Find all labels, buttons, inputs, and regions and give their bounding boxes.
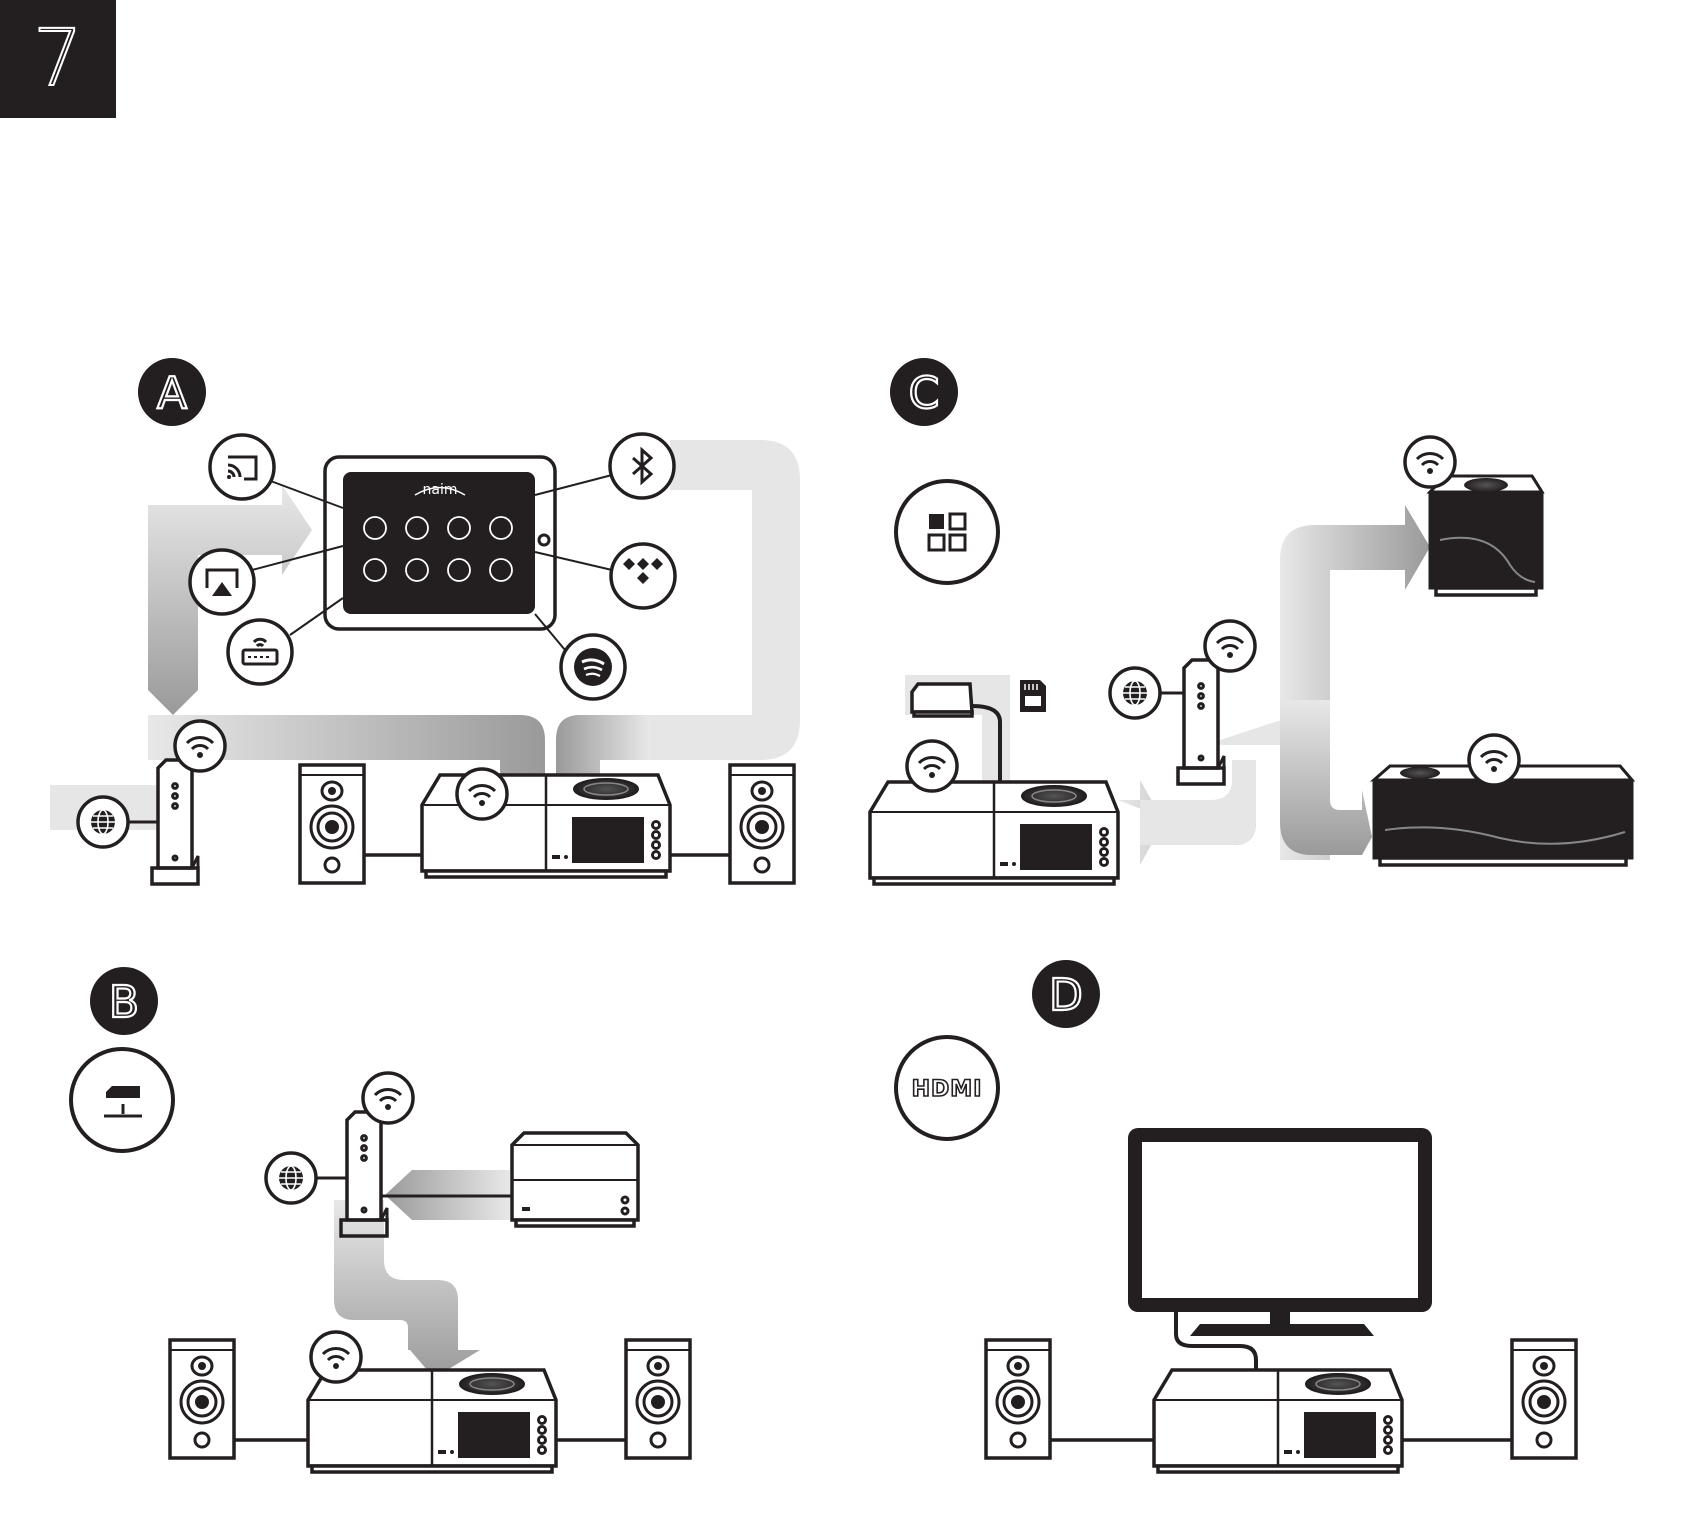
hdmi-icon: HDMI <box>894 1035 1000 1141</box>
uniti-c <box>868 780 1120 886</box>
flow-wifi-to-uniti <box>148 715 545 790</box>
router-icon <box>226 618 294 686</box>
badge-c: C <box>890 358 958 426</box>
hdmi-label: HDMI <box>912 1077 983 1102</box>
badge-b-label: B <box>109 977 139 1028</box>
badge-c-label: C <box>909 368 940 419</box>
airplay-icon <box>188 548 256 616</box>
router-a <box>150 758 200 886</box>
flow-to-mu-so <box>1280 700 1372 855</box>
mu-so <box>1370 764 1636 867</box>
flow-router-to-tablet <box>148 485 312 715</box>
tablet-brand: naim <box>423 482 458 498</box>
badge-a: A <box>138 358 206 426</box>
speaker-right-a <box>728 763 796 885</box>
wifi-icon <box>905 739 959 793</box>
flow-router-to-uniti-b <box>334 1200 480 1378</box>
uniti-b <box>306 1368 558 1474</box>
panel-c: C <box>868 358 1636 886</box>
badge-b: B <box>90 967 158 1035</box>
wifi-icon <box>1403 435 1457 489</box>
badge-d-label: D <box>1049 970 1083 1021</box>
bluetooth-icon <box>608 432 676 500</box>
router-b <box>339 1110 389 1238</box>
nas-device <box>510 1131 640 1228</box>
tidal-icon <box>609 542 677 610</box>
usb-drive <box>910 682 1002 790</box>
speaker-left-b <box>168 1338 236 1460</box>
sd-card-icon <box>1020 680 1046 712</box>
tablet: naim <box>323 455 557 631</box>
globe-icon <box>264 1151 318 1205</box>
globe-icon <box>1108 666 1162 720</box>
page-number: 7 <box>32 13 84 105</box>
television <box>1128 1128 1432 1372</box>
badge-d: D <box>1032 960 1100 1028</box>
wifi-icon <box>309 1330 363 1384</box>
mu-so-qb <box>1426 474 1545 597</box>
panel-a: A naim <box>50 358 800 886</box>
page-number-tab: 7 <box>0 0 116 118</box>
badge-a-label: A <box>157 368 187 419</box>
speaker-left-d <box>984 1338 1052 1460</box>
speaker-right-b <box>624 1338 692 1460</box>
nas-icon <box>69 1047 175 1153</box>
cast-icon <box>208 433 276 501</box>
wifi-icon <box>1203 619 1257 673</box>
wifi-icon <box>361 1071 415 1125</box>
uniti-d <box>1152 1368 1404 1474</box>
multiroom-icon <box>894 479 1000 585</box>
speaker-right-d <box>1510 1338 1578 1460</box>
panel-b: B <box>69 967 692 1474</box>
wifi-icon <box>455 767 509 821</box>
globe-icon <box>76 795 130 849</box>
speaker-left-a <box>298 763 366 885</box>
wifi-icon <box>1467 733 1521 787</box>
spotify-icon <box>559 633 627 701</box>
router-c <box>1176 658 1226 786</box>
panel-d: D HDMI <box>894 960 1578 1474</box>
wifi-icon <box>173 719 227 773</box>
